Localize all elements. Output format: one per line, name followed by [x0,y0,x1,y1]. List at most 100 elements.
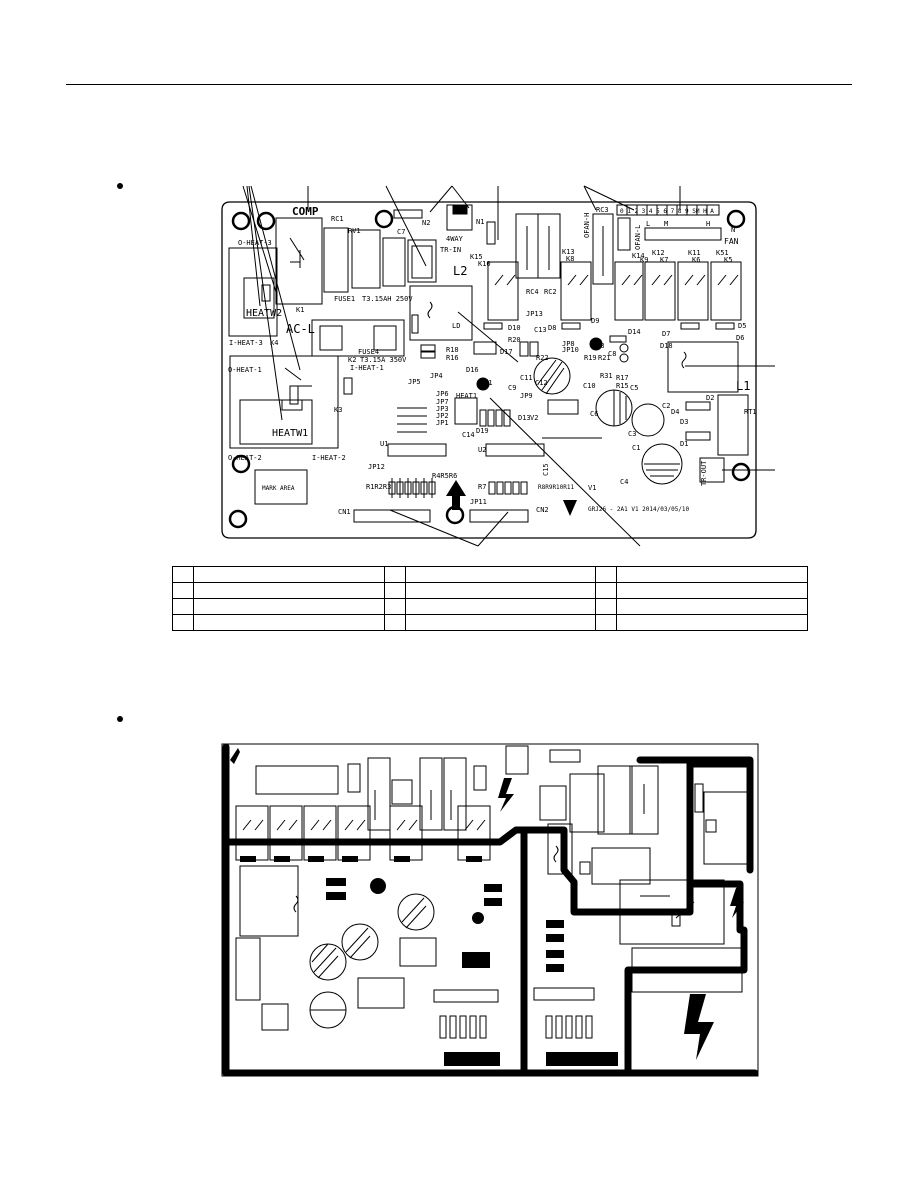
svg-text:HEATW2: HEATW2 [246,308,282,319]
svg-text:K8: K8 [566,255,574,263]
svg-text:C9: C9 [508,384,516,392]
svg-text:RC1: RC1 [331,215,344,223]
svg-text:C10: C10 [583,382,596,390]
svg-text:K5: K5 [724,256,732,264]
svg-text:D4: D4 [671,408,679,416]
svg-text:D7: D7 [662,330,670,338]
svg-text:K11: K11 [688,249,701,257]
svg-text:C15: C15 [542,463,550,476]
svg-text:JP6: JP6 [436,390,449,398]
svg-text:D19: D19 [476,427,489,435]
svg-text:L: L [646,220,650,228]
svg-text:RC2: RC2 [544,288,557,296]
svg-text:C6: C6 [590,410,598,418]
svg-text:0 1 2 3 4 5 6 7 8 9 SM H A: 0 1 2 3 4 5 6 7 8 9 SM H A [620,208,714,215]
svg-text:K2: K2 [348,356,356,364]
svg-text:R16: R16 [446,354,459,362]
svg-text:RT1: RT1 [744,408,757,416]
svg-text:C3: C3 [628,430,636,438]
svg-text:K4: K4 [270,339,278,347]
svg-text:OFAN-L: OFAN-L [634,225,642,250]
svg-text:O-HEAT-1: O-HEAT-1 [228,366,262,374]
bullet-top [117,183,123,189]
svg-text:K51: K51 [716,249,729,257]
svg-text:D18: D18 [660,342,673,350]
label-comp: COMP [292,205,319,218]
svg-text:R21: R21 [598,354,611,362]
svg-text:L2: L2 [453,264,467,278]
svg-text:K13: K13 [562,248,575,256]
svg-text:D3: D3 [680,418,688,426]
high-voltage-symbol [730,888,744,918]
svg-text:D14: D14 [628,328,641,336]
svg-text:R17: R17 [616,374,629,382]
svg-text:M: M [664,220,668,228]
svg-text:CN2: CN2 [536,506,549,514]
svg-text:V2: V2 [530,414,538,422]
svg-text:FAN: FAN [724,237,739,246]
svg-text:C14: C14 [462,431,475,439]
svg-text:D2: D2 [706,394,714,402]
svg-text:N: N [731,226,735,234]
high-voltage-symbol [684,994,714,1060]
svg-text:OFAN-H: OFAN-H [583,213,591,238]
svg-text:D6: D6 [736,334,744,342]
svg-text:K15: K15 [470,253,483,261]
svg-text:R1R2R3: R1R2R3 [366,483,391,491]
svg-text:C7: C7 [397,228,405,236]
svg-text:HEATW1: HEATW1 [272,428,308,439]
svg-text:C11: C11 [520,374,533,382]
svg-text:C13: C13 [534,326,547,334]
svg-text:U2: U2 [478,446,486,454]
svg-text:RV1: RV1 [348,227,361,235]
svg-text:R31: R31 [600,372,613,380]
svg-text:JP13: JP13 [526,310,543,318]
svg-text:RC3: RC3 [596,206,609,214]
svg-text:H: H [706,220,710,228]
board-outline [221,201,757,539]
svg-text:LD: LD [452,322,460,330]
svg-text:HEAT1: HEAT1 [456,392,477,400]
svg-text:JP4: JP4 [430,372,443,380]
bullet-bottom [117,716,123,722]
svg-text:C8: C8 [608,350,616,358]
table-row [172,582,808,599]
svg-text:T3.15AH 250V: T3.15AH 250V [362,295,413,303]
svg-text:GRJ26 - 2A1 V1 2014/03/05/10: GRJ26 - 2A1 V1 2014/03/05/10 [588,506,690,513]
svg-text:JP10: JP10 [562,346,579,354]
svg-text:JP11: JP11 [470,498,487,506]
component-legend-table [172,566,808,631]
svg-text:D16: D16 [466,366,479,374]
svg-text:N1: N1 [476,218,484,226]
svg-text:V1: V1 [588,484,596,492]
svg-text:R4R5R6: R4R5R6 [432,472,457,480]
svg-text:T3.15A 350V: T3.15A 350V [360,356,407,364]
svg-text:AC-L: AC-L [286,322,315,336]
svg-text:D10: D10 [508,324,521,332]
svg-text:L1: L1 [736,379,750,393]
svg-text:JP9: JP9 [520,392,533,400]
svg-text:JP8: JP8 [562,340,575,348]
svg-text:C1: C1 [632,444,640,452]
svg-text:K6: K6 [692,256,700,264]
svg-text:FUSE4: FUSE4 [358,348,379,356]
svg-text:JP5: JP5 [408,378,421,386]
svg-text:N2: N2 [422,219,430,227]
svg-text:D13: D13 [518,414,531,422]
svg-text:4WAY: 4WAY [446,235,464,243]
svg-text:R15: R15 [616,382,629,390]
svg-text:O-HEAT-2: O-HEAT-2 [228,454,262,462]
svg-text:R18: R18 [446,346,459,354]
svg-text:R20: R20 [508,336,521,344]
svg-text:JP1: JP1 [436,419,449,427]
svg-text:K9: K9 [640,256,648,264]
svg-text:K1: K1 [296,306,304,314]
high-voltage-symbol [498,778,514,812]
svg-text:C12: C12 [535,379,548,387]
svg-text:JP3: JP3 [436,405,449,413]
svg-text:C4: C4 [620,478,628,486]
svg-text:O-HEAT-3: O-HEAT-3 [238,239,272,247]
svg-text:R8R9R10R11: R8R9R10R11 [538,484,575,491]
svg-text:C2: C2 [662,402,670,410]
